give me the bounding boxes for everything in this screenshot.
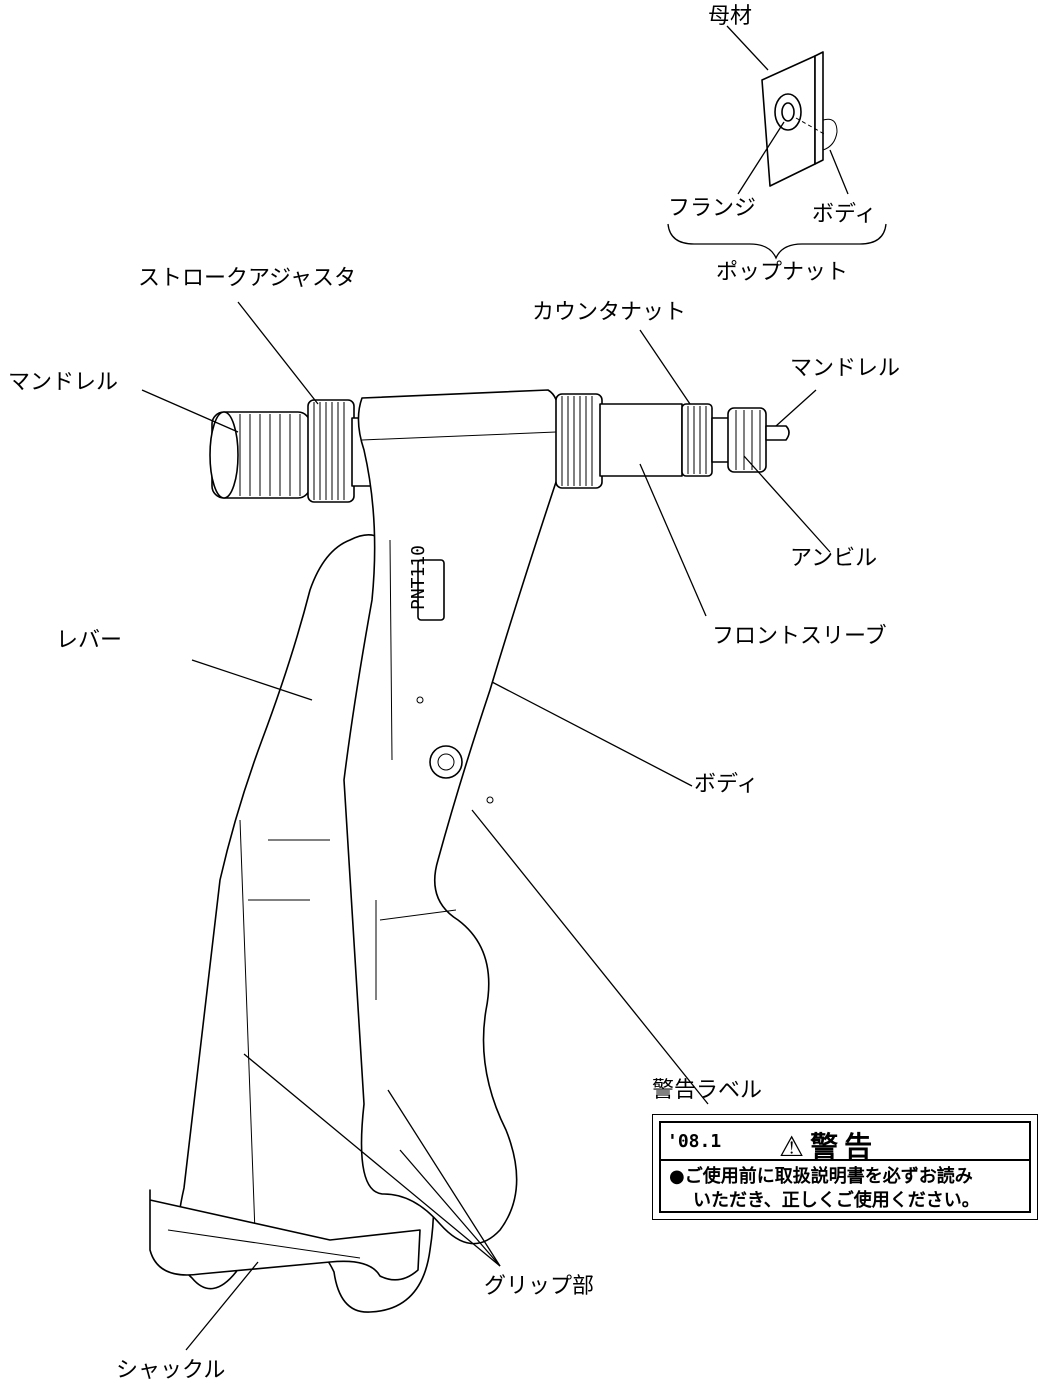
mandrel-left-label: マンドレル	[8, 370, 119, 395]
warning-line-2: いただき、正しくご使用ください。	[693, 1190, 980, 1211]
base-material-label: 母材	[708, 4, 753, 29]
lever-label: レバー	[56, 628, 123, 653]
popnut-label: ポップナット	[716, 260, 849, 285]
flange-label: フランジ	[668, 196, 757, 221]
warning-line-1: ●ご使用前に取扱説明書を必ずお読み	[669, 1166, 973, 1187]
warning-label: '08.1 ⚠警告 ●ご使用前に取扱説明書を必ずお読み いただき、正しくご使用く…	[652, 1114, 1038, 1220]
warning-date: '08.1	[667, 1131, 722, 1152]
counter-nut-label: カウンタナット	[532, 300, 687, 325]
warning-heading: ⚠警告	[779, 1130, 879, 1163]
stroke-adjuster-label: ストロークアジャスタ	[138, 266, 357, 291]
warning-message: ●ご使用前に取扱説明書を必ずお読み いただき、正しくご使用ください。	[661, 1161, 1029, 1213]
model-plate: PNT110	[408, 544, 429, 610]
warning-header-row: '08.1 ⚠警告	[661, 1123, 1029, 1163]
shackle-label: シャックル	[116, 1358, 226, 1383]
riveter-tool	[141, 301, 831, 1351]
front-sleeve-label: フロントスリーブ	[712, 624, 887, 649]
body-label: ボディ	[694, 772, 759, 797]
popnut-detail	[667, 25, 887, 260]
anvil-label: アンビル	[790, 546, 878, 571]
grip-label: グリップ部	[484, 1274, 595, 1299]
popnut-body-label: ボディ	[812, 202, 877, 227]
warning-label-frame: '08.1 ⚠警告 ●ご使用前に取扱説明書を必ずお読み いただき、正しくご使用く…	[659, 1121, 1031, 1213]
mandrel-right-label: マンドレル	[790, 356, 901, 381]
warning-label-title: 警告ラベル	[652, 1078, 763, 1103]
